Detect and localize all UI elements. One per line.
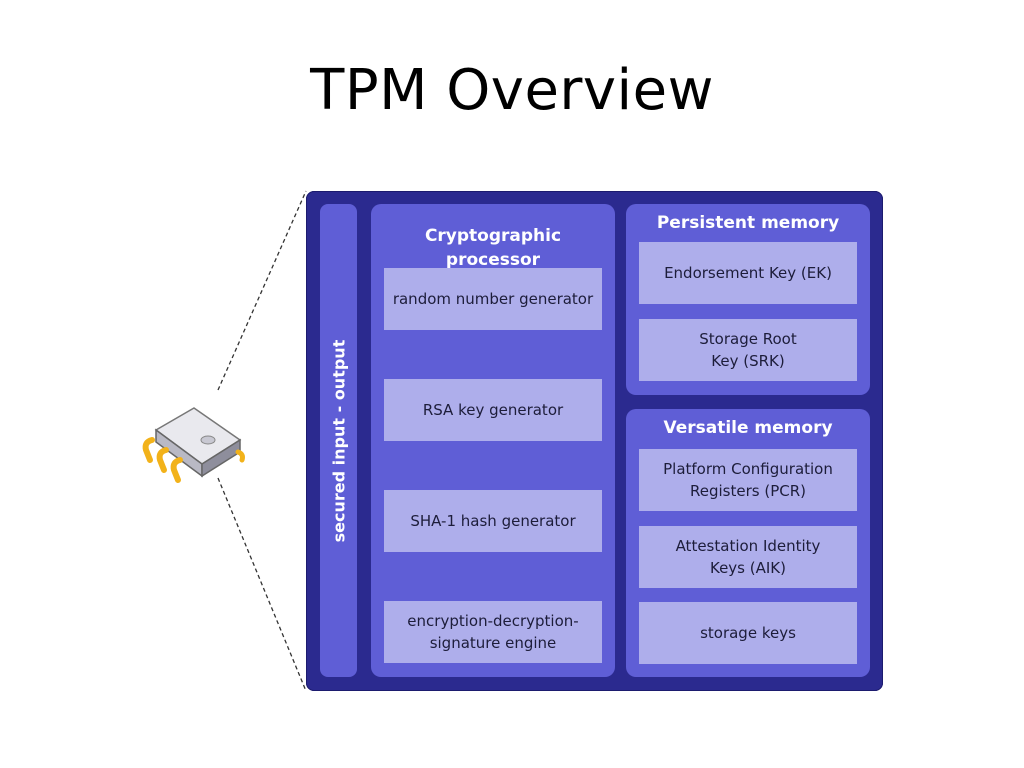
crypto-title: Cryptographic processor (424, 226, 562, 270)
endorsement-key: Endorsement Key (EK) (639, 242, 857, 304)
cryptographic-processor-panel: Cryptographic processor random number ge… (371, 204, 615, 677)
versatile-title: Versatile memory (663, 418, 833, 438)
attestation-identity-keys: Attestation Identity Keys (AIK) (639, 526, 857, 588)
persistent-title: Persistent memory (656, 213, 840, 233)
slide-title: TPM Overview (310, 58, 714, 123)
tpm-block: secured input - output Cryptographic pro… (306, 191, 883, 691)
platform-configuration-registers: Platform Configuration Registers (PCR) (639, 449, 857, 511)
encryption-signature-engine: encryption-decryption-signature engine (384, 601, 602, 663)
sha1-hash-generator: SHA-1 hash generator (384, 490, 602, 552)
storage-root-key: Storage Root Key (SRK) (639, 319, 857, 381)
versatile-memory-panel: Versatile memory Platform Configuration … (626, 409, 870, 677)
microchip-icon (142, 407, 245, 483)
rsa-key-generator: RSA key generator (384, 379, 602, 441)
random-number-generator: random number generator (384, 268, 602, 330)
secured-io-label: secured input - output (329, 339, 348, 542)
secured-io-bar: secured input - output (320, 204, 357, 677)
persistent-memory-panel: Persistent memory Endorsement Key (EK) S… (626, 204, 870, 395)
storage-keys: storage keys (639, 602, 857, 664)
